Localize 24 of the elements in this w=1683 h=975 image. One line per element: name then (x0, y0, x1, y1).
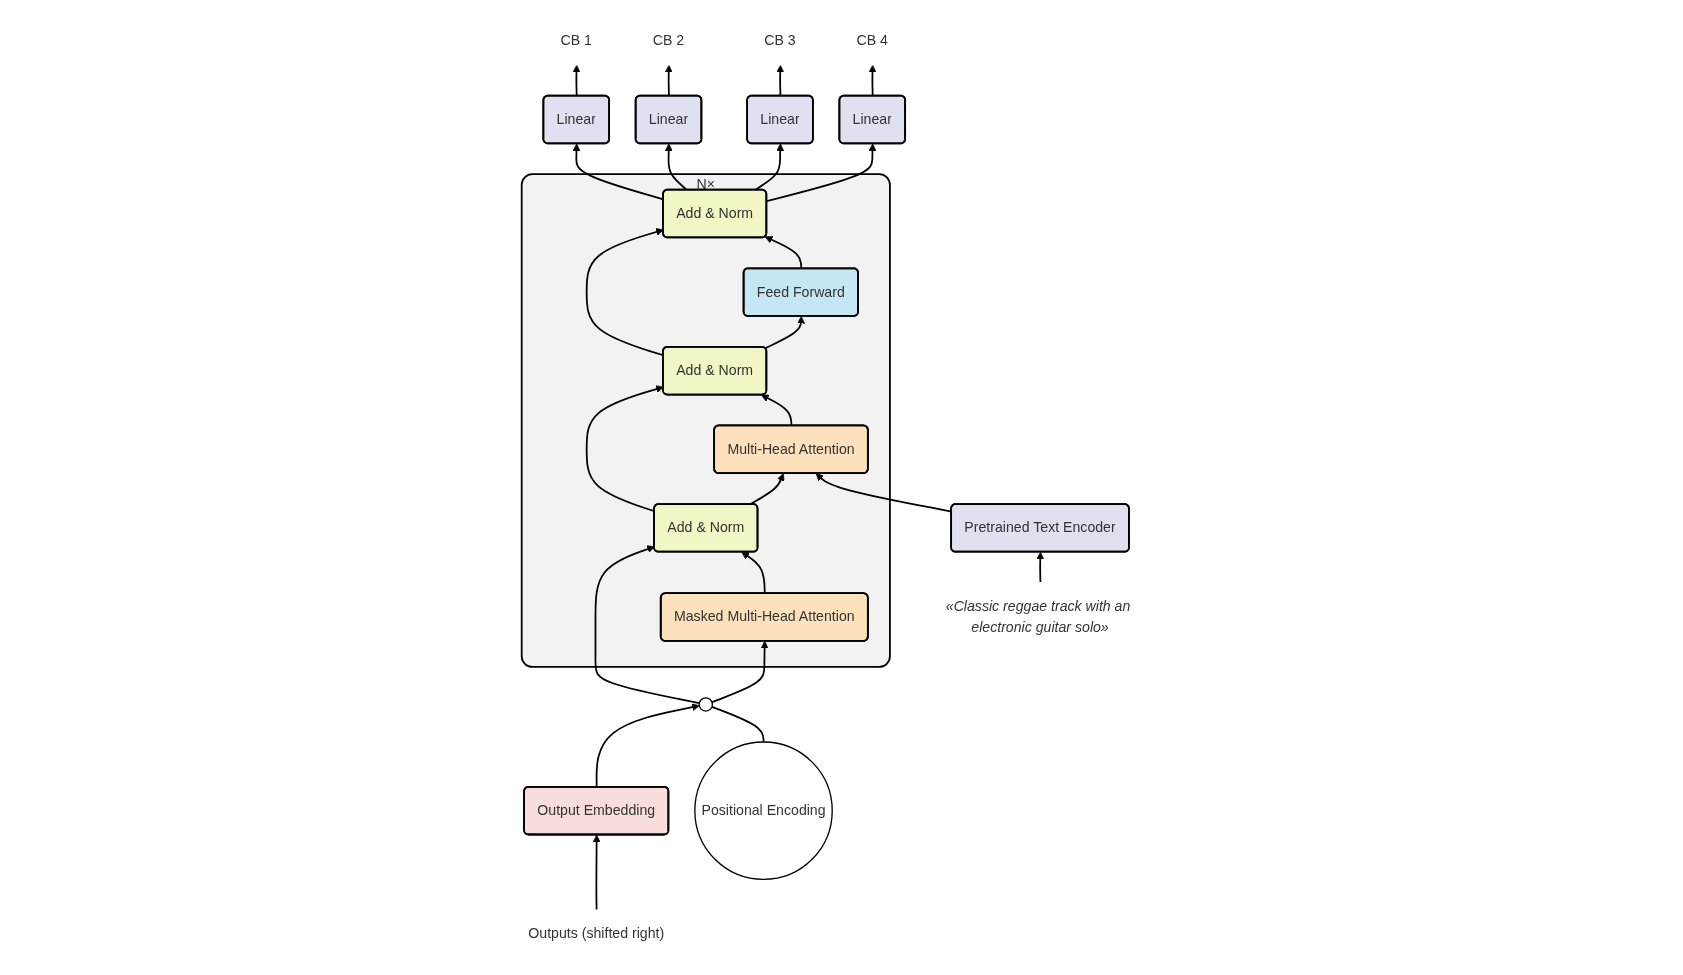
arrow (753, 143, 785, 191)
arrow (664, 143, 688, 191)
arrow (764, 236, 803, 270)
arrow (764, 316, 805, 350)
arrow (664, 64, 673, 97)
node-text: CB 3 (764, 32, 796, 48)
arrow (711, 641, 769, 703)
connector (711, 705, 765, 743)
node-circle (698, 697, 714, 712)
node-circle: Positional Encoding (694, 741, 833, 880)
node-text: Outputs (shifted right) (528, 926, 665, 942)
node-text: CB 1 (560, 32, 592, 48)
node-text: «Classic reggae track with an electronic guitar solo» (945, 598, 1131, 635)
arrow (776, 64, 785, 97)
arrow (761, 394, 793, 427)
arrow (594, 545, 701, 705)
node-text: CB 4 (856, 32, 888, 48)
arrow (572, 64, 581, 97)
arrow (741, 551, 766, 595)
arrow (1036, 551, 1045, 584)
arrow (868, 64, 877, 97)
arrow (592, 834, 601, 912)
arrow (748, 473, 785, 506)
node-text: CB 2 (652, 32, 685, 48)
